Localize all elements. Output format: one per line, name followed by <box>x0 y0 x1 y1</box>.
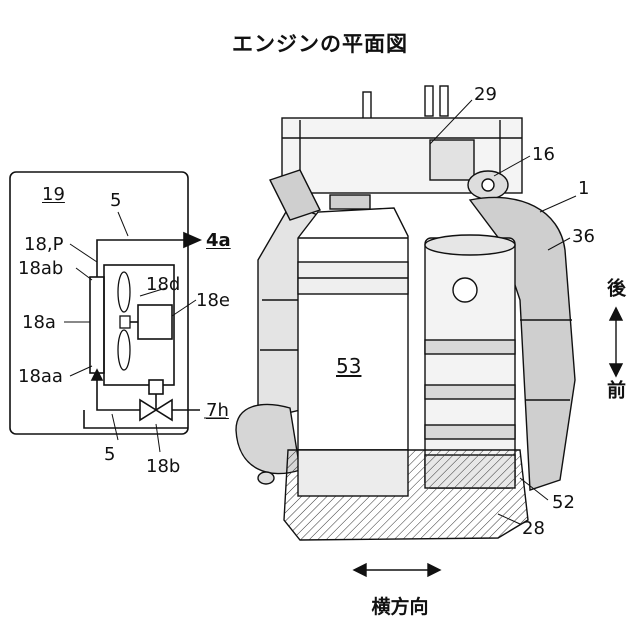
direction-lateral: 横方向 <box>330 592 470 619</box>
fan-18d <box>118 272 130 370</box>
cylinder-53 <box>298 208 408 450</box>
label-18aa: 18aa <box>18 368 63 386</box>
label-53: 53 <box>336 356 361 376</box>
label-18e: 18e <box>196 292 230 310</box>
line-5-top <box>97 240 184 277</box>
label-7h: 7h <box>206 402 229 420</box>
label-28: 28 <box>522 520 545 538</box>
label-1: 1 <box>578 180 589 198</box>
label-18d: 18d <box>146 276 180 294</box>
label-29: 29 <box>474 86 497 104</box>
label-18ab: 18ab <box>18 260 63 278</box>
arrow-up-18aa <box>92 370 102 380</box>
label-18a: 18a <box>22 314 56 332</box>
engine-drawing <box>236 86 576 540</box>
label-5-bottom: 5 <box>104 446 115 464</box>
direction-front: 前 <box>606 380 624 399</box>
label-52: 52 <box>552 494 575 512</box>
motor-18e <box>138 305 172 339</box>
valve-18b <box>140 380 200 420</box>
label-4a: 4a <box>206 232 231 250</box>
arrow-4a <box>184 233 200 247</box>
label-16: 16 <box>532 146 555 164</box>
direction-rear: 後 <box>606 278 624 297</box>
label-5-top: 5 <box>110 192 121 210</box>
label-36: 36 <box>572 228 595 246</box>
label-18b: 18b <box>146 458 180 476</box>
cooler-18a <box>90 277 104 373</box>
label-19: 19 <box>42 186 65 204</box>
label-18-P: 18,P <box>24 236 63 254</box>
